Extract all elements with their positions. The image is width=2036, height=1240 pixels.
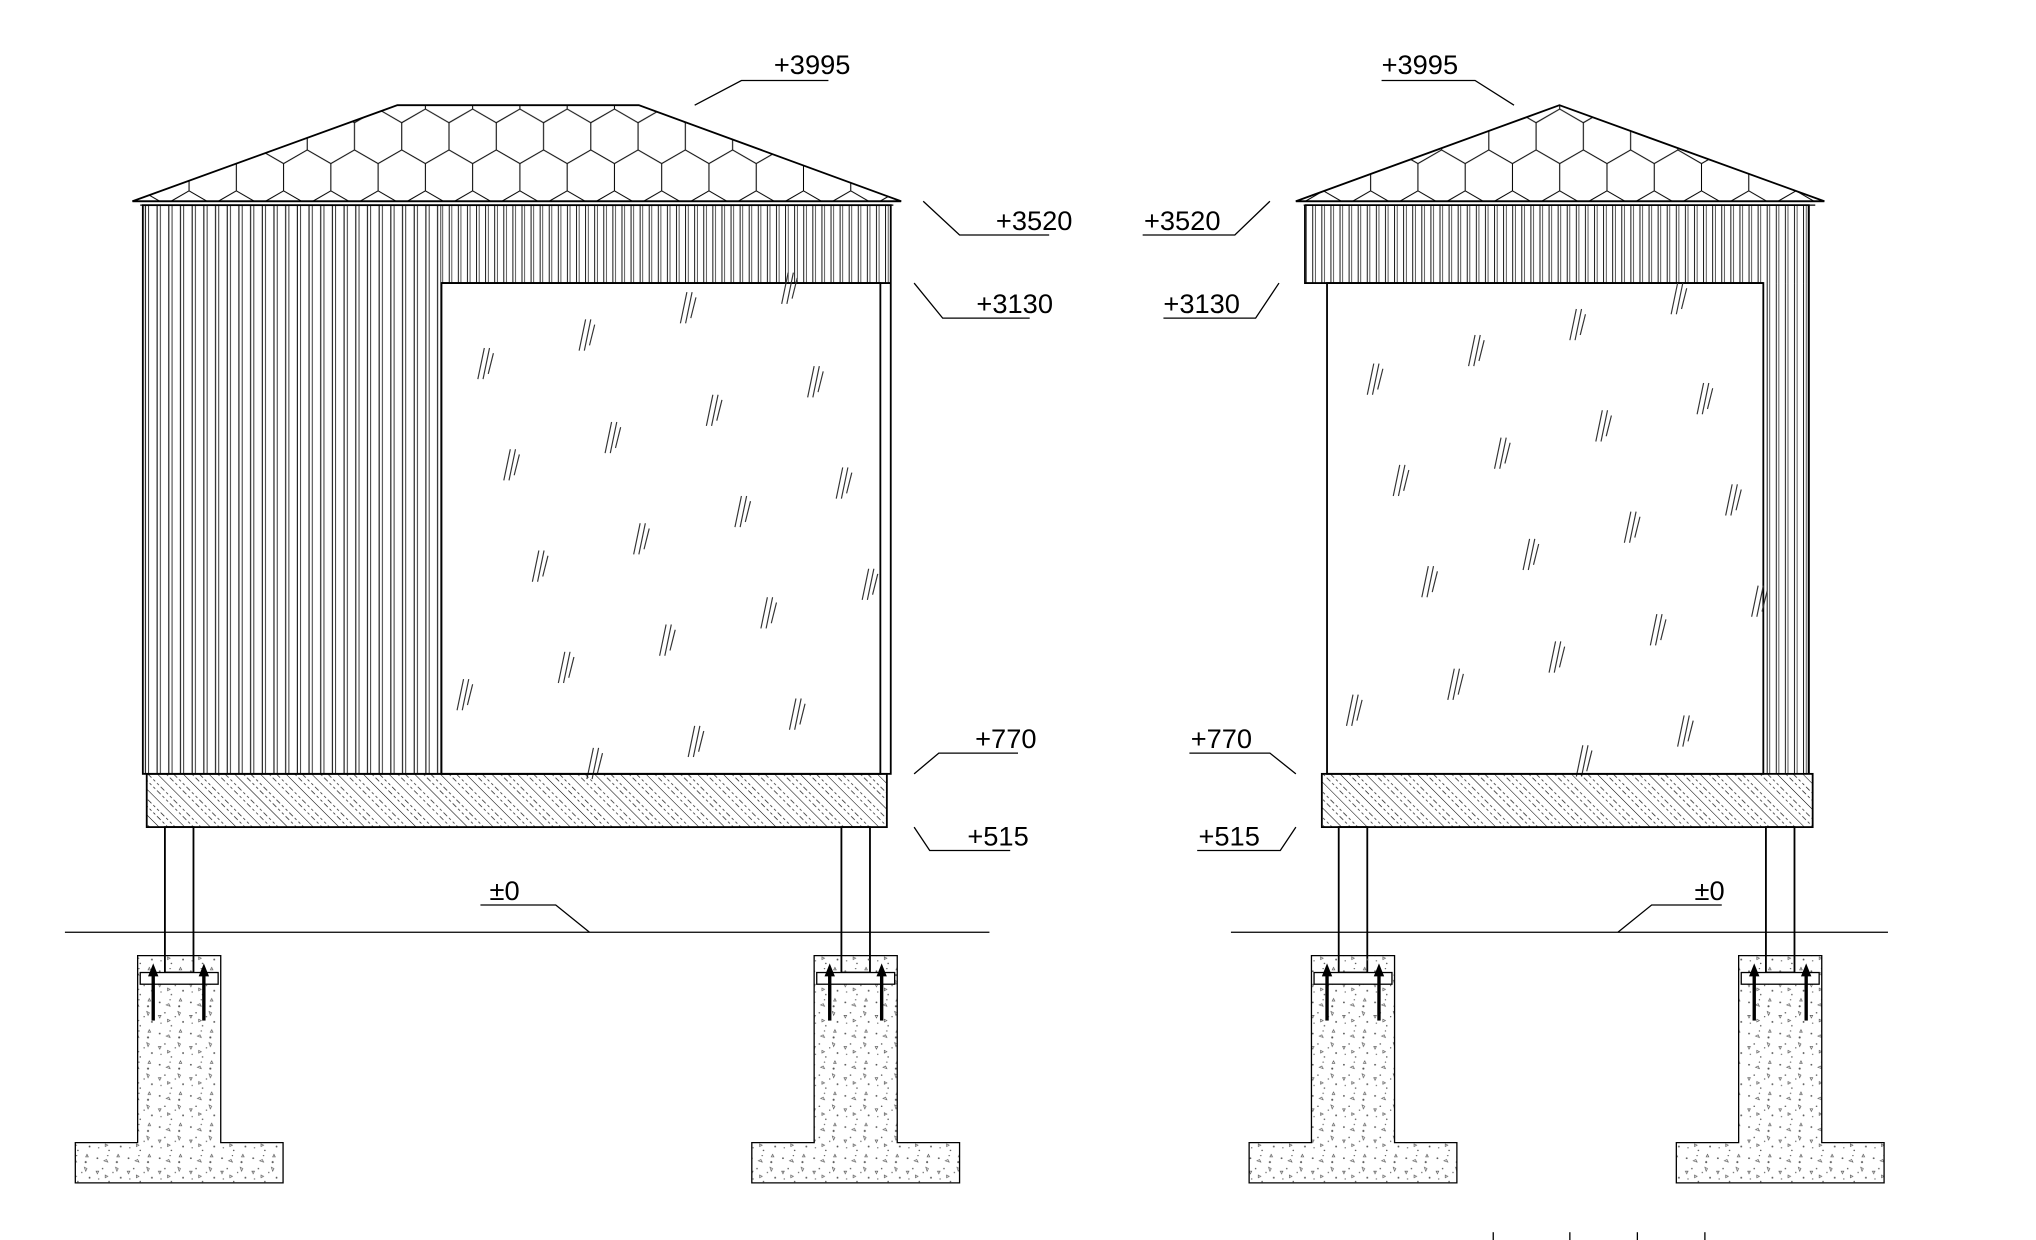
left-label-slab-bottom: +515: [967, 820, 1028, 851]
right-label-floor-top: +770: [1191, 723, 1252, 754]
left-marker-floor-top: +770: [913, 723, 1037, 775]
left-marker-roof-top: +3995: [694, 49, 851, 106]
right-elevation: +3995 +3520 +3130 +770 +515 ±0: [1142, 49, 1888, 1184]
left-marker-ground: ±0: [480, 875, 590, 933]
right-marker-roof-top: +3995: [1382, 49, 1515, 106]
right-label-eave: +3520: [1144, 205, 1221, 236]
right-marker-floor-top: +770: [1189, 723, 1297, 775]
left-window: [440, 272, 892, 780]
right-window: [1326, 282, 1768, 778]
right-label-slab-bottom: +515: [1198, 820, 1259, 851]
left-marker-eave: +3520: [922, 200, 1073, 236]
right-label-window-top: +3130: [1163, 288, 1240, 319]
right-marker-window-top: +3130: [1163, 282, 1280, 319]
left-footing-2: [751, 954, 961, 1184]
left-marker-slab-bottom: +515: [913, 820, 1029, 851]
left-label-floor-top: +770: [975, 723, 1036, 754]
left-label-eave: +3520: [996, 205, 1073, 236]
left-wall-cladding: [141, 204, 892, 775]
bottom-ticks: [1492, 1232, 1706, 1240]
left-roof: [132, 104, 902, 206]
left-footing-1: [74, 954, 284, 1184]
right-label-roof-top: +3995: [1382, 49, 1459, 80]
right-floor-slab: [1320, 772, 1814, 829]
left-label-window-top: +3130: [976, 288, 1053, 319]
right-marker-slab-bottom: +515: [1197, 820, 1297, 851]
right-roof: [1295, 104, 1825, 206]
left-label-roof-top: +3995: [774, 49, 851, 80]
left-marker-window-top: +3130: [913, 282, 1053, 319]
left-label-ground: ±0: [490, 875, 520, 906]
right-columns: [1337, 826, 1796, 974]
right-marker-ground: ±0: [1617, 875, 1725, 933]
right-marker-eave: +3520: [1142, 200, 1271, 236]
right-footing-1: [1248, 954, 1458, 1184]
right-footing-2: [1675, 954, 1885, 1184]
right-label-ground: ±0: [1695, 875, 1725, 906]
left-elevation: +3995 +3520 +3130 +770 +515 ±0: [64, 49, 1073, 1184]
left-floor-slab: [145, 772, 888, 829]
right-wall-cladding: [1304, 204, 1810, 774]
